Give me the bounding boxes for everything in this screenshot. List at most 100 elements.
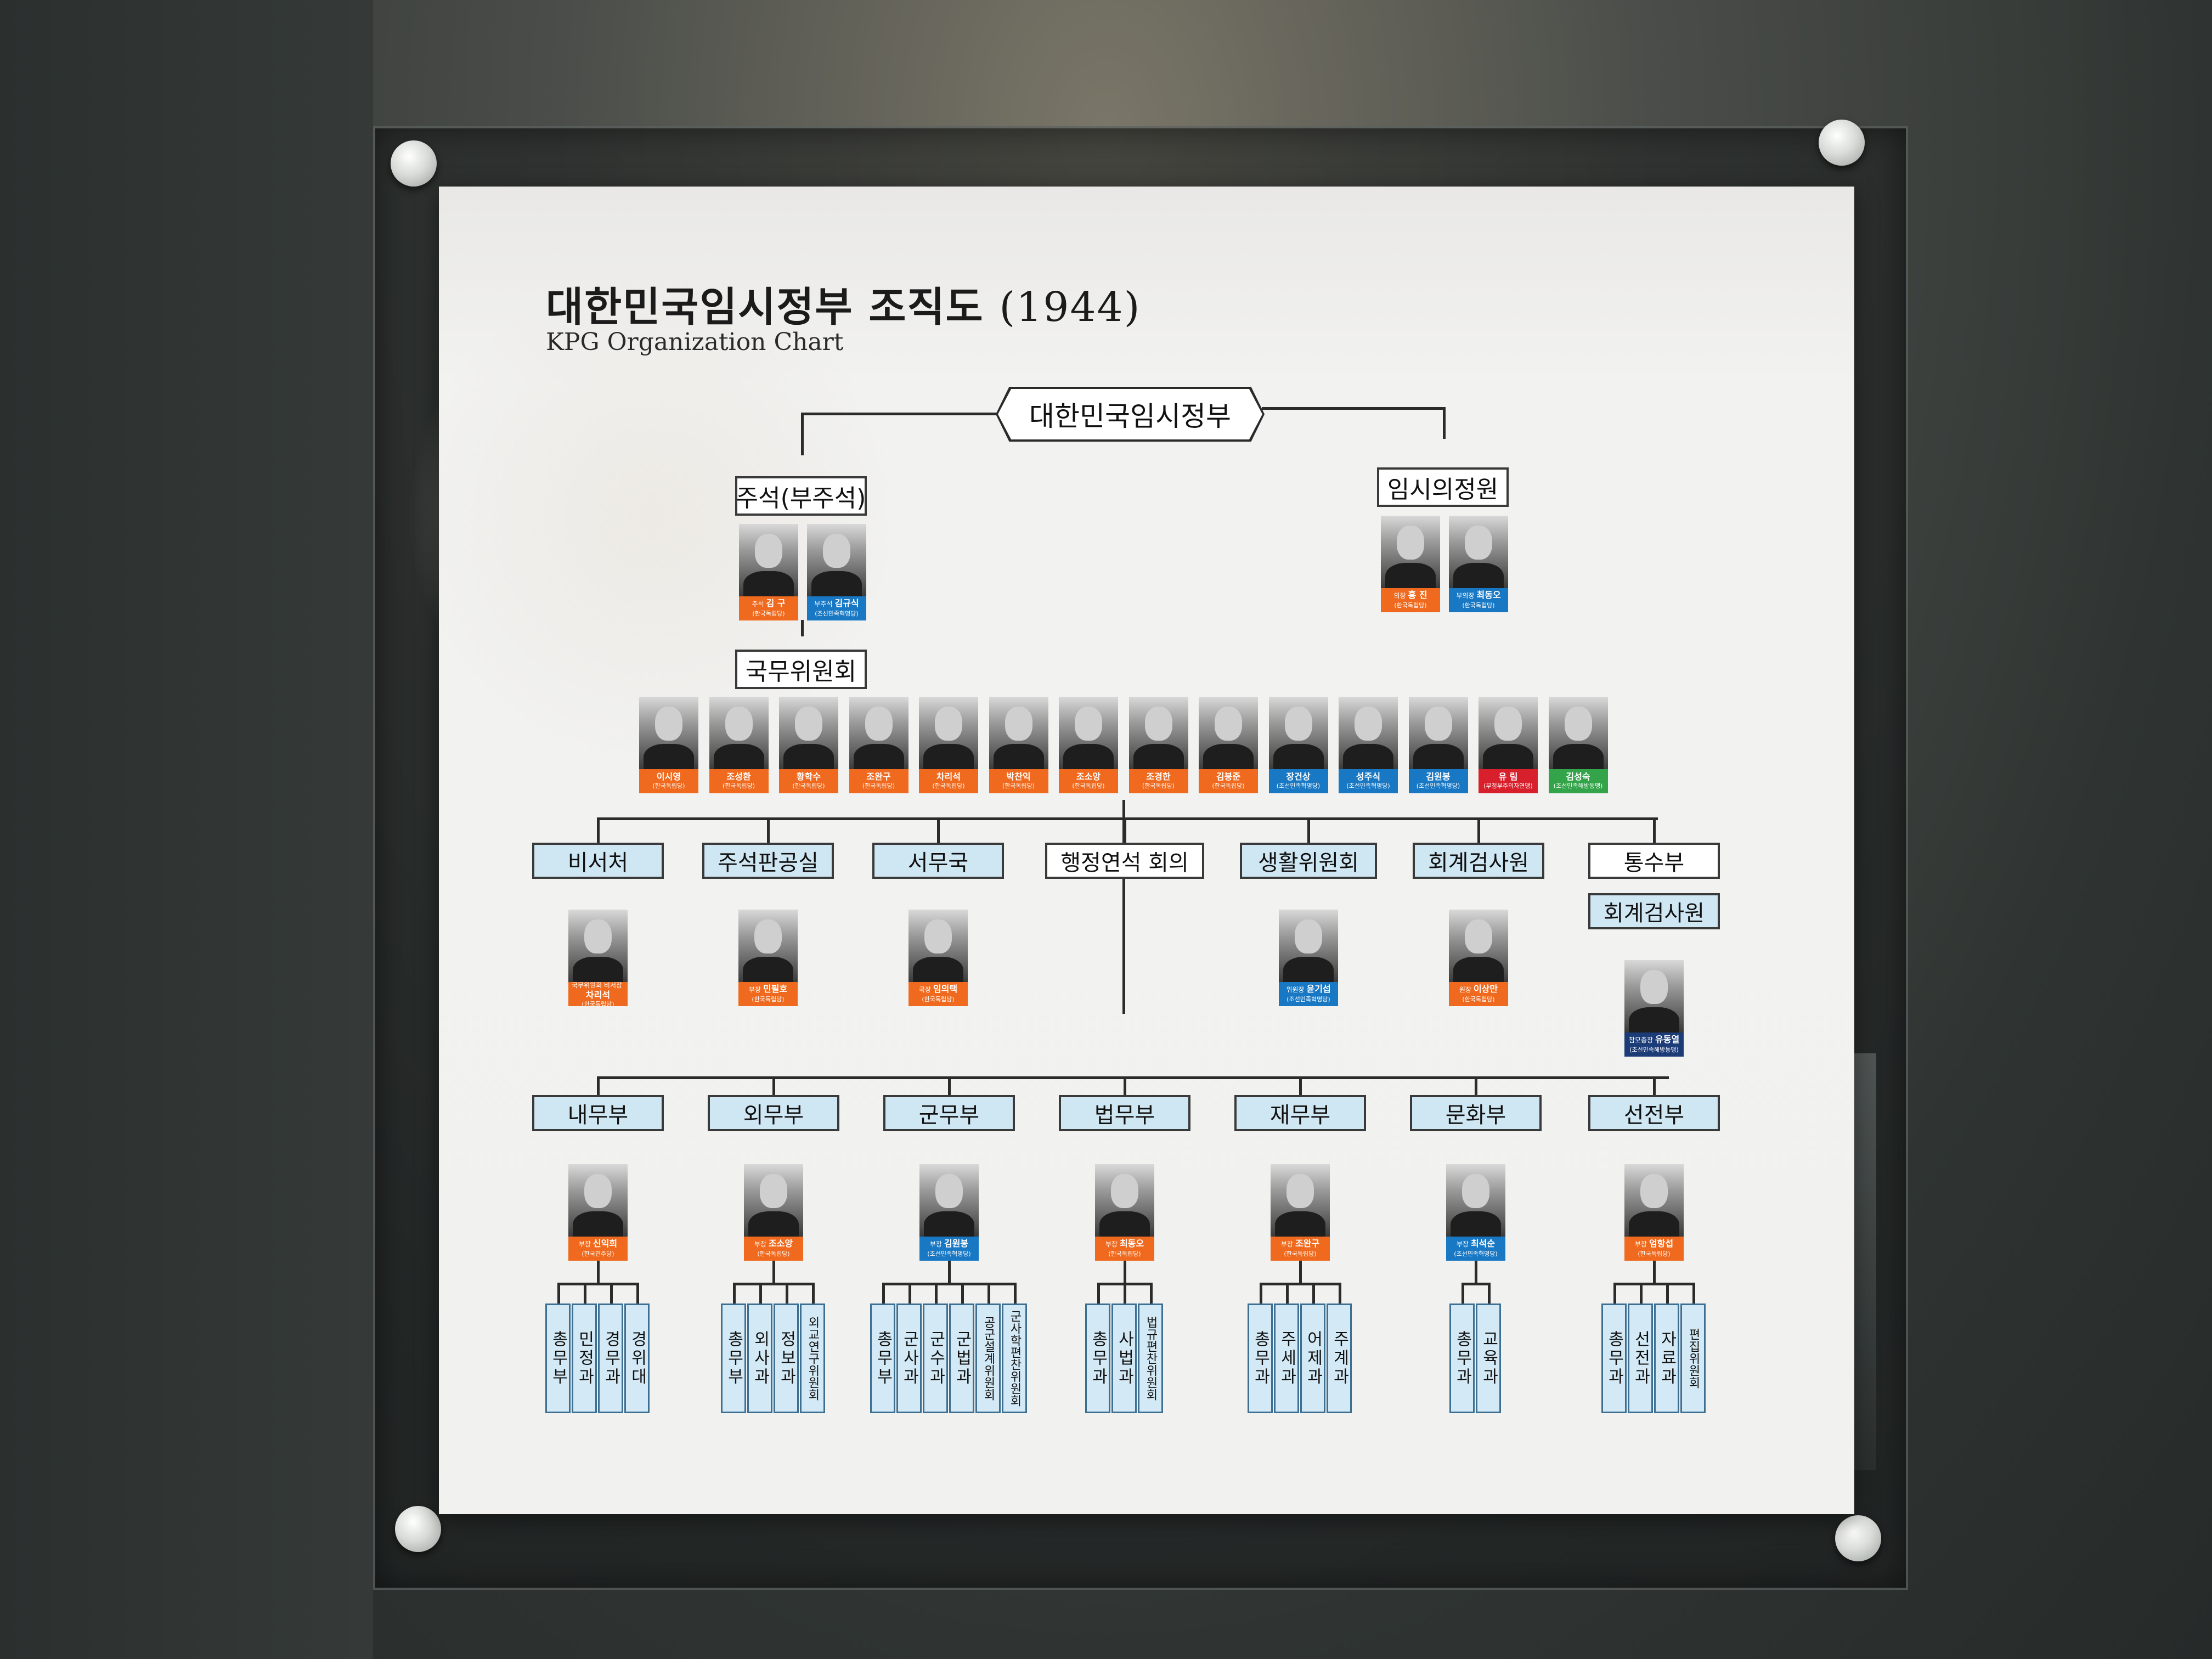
portrait-body — [924, 1211, 974, 1237]
connector-line — [557, 1283, 560, 1305]
person-name-text: 신익희 — [592, 1238, 618, 1249]
person-name-text: 김성숙 — [1566, 771, 1590, 782]
person-role: 국장 — [918, 986, 931, 994]
portrait-head — [823, 534, 850, 568]
portrait-photo — [744, 1164, 803, 1237]
person-party: (무정부주의자연맹) — [1483, 782, 1533, 789]
person-role: 참모총장 — [1628, 1036, 1653, 1044]
person-card: 조소앙(한국독립당) — [1059, 697, 1118, 793]
portrait-head — [755, 534, 782, 568]
section-box: 선전과 — [1628, 1304, 1653, 1413]
portrait-body — [748, 1211, 799, 1237]
connector-line — [1666, 1283, 1669, 1305]
connector-line — [1488, 1283, 1491, 1305]
name-plate: 이시영(한국독립당) — [639, 769, 698, 793]
connector-line — [882, 1283, 1016, 1285]
connector-line — [801, 620, 804, 636]
connector-line — [1613, 1283, 1695, 1285]
person-role: 부장 — [1105, 1240, 1118, 1248]
person-card: 유 림(무정부주의자연맹) — [1479, 697, 1538, 793]
mount-screw — [1835, 1515, 1881, 1561]
person-party: (한국독립당) — [582, 1000, 614, 1007]
connector-line — [935, 1283, 938, 1305]
connector-line — [937, 817, 940, 844]
person-party: (한국독립당) — [1108, 1250, 1141, 1257]
person-role: 부장 — [748, 986, 761, 994]
root-node: 대한민국임시정부 — [998, 389, 1262, 439]
portrait-body — [1553, 744, 1604, 769]
person-name-text: 조완구 — [1295, 1238, 1320, 1249]
connector-line — [1299, 1076, 1302, 1098]
connector-line — [1124, 1283, 1126, 1305]
name-plate: 황학수(한국독립당) — [779, 769, 838, 793]
portrait-head — [1494, 707, 1522, 741]
connector-line — [733, 1283, 814, 1285]
person-role: 위원장 — [1286, 986, 1305, 994]
portrait-head — [725, 707, 753, 741]
connector-line — [948, 1261, 951, 1283]
portrait-photo — [909, 910, 968, 982]
person-name: 장건상 — [1277, 772, 1320, 781]
portrait-body — [713, 744, 764, 769]
portrait-head — [865, 707, 893, 741]
person-party: (한국독립당) — [1002, 782, 1035, 789]
portrait-photo — [1059, 697, 1118, 769]
connector-line — [801, 413, 804, 455]
portrait-head — [655, 707, 682, 741]
connector-line — [1150, 1283, 1153, 1305]
section-box: 총무부 — [870, 1304, 895, 1413]
person-card: 이시영(한국독립당) — [639, 697, 698, 793]
person-card: 조경한(한국독립당) — [1128, 697, 1188, 793]
person-name: 조경한 — [1142, 772, 1175, 781]
person-name-text: 최동오 — [1476, 590, 1501, 600]
portrait-photo — [709, 697, 769, 769]
connector-line — [988, 1283, 990, 1305]
portrait-body — [1453, 563, 1504, 588]
person-name: 차리석 — [932, 772, 964, 781]
portrait-head — [1462, 1174, 1489, 1208]
connector-line — [882, 1283, 885, 1305]
unit-sub-box: 회계검사원 — [1588, 893, 1720, 929]
portrait-body — [573, 1211, 623, 1237]
portrait-body — [913, 957, 963, 982]
connector-line — [1124, 1076, 1126, 1098]
person-name-text: 차리석 — [936, 771, 961, 782]
connector-line — [1260, 1283, 1262, 1305]
connector-line — [597, 1261, 600, 1283]
person-name: 조완구 — [862, 772, 895, 781]
portrait-head — [1075, 707, 1102, 741]
unit-box: 생활위원회 — [1240, 843, 1377, 879]
portrait-head — [1144, 707, 1172, 741]
portrait-head — [1284, 707, 1312, 741]
portrait-body — [1483, 744, 1533, 769]
person-name: 조성환 — [723, 772, 755, 781]
person-name: 박찬익 — [1002, 772, 1035, 781]
portrait-head — [1397, 526, 1424, 560]
name-plate: 조경한(한국독립당) — [1128, 769, 1188, 793]
person-name-text: 이상만 — [1473, 984, 1498, 994]
portrait-photo — [779, 697, 838, 769]
person-card: 장건상(조선민족혁명당) — [1268, 697, 1328, 793]
title-korean: 대한민국임시정부 조직도 — [546, 284, 984, 331]
person-role: 부장 — [578, 1240, 591, 1248]
connector-line — [1307, 817, 1310, 844]
person-party: (한국독립당) — [1394, 602, 1427, 609]
connector-line — [948, 1076, 951, 1098]
person-party: (한국독립당) — [752, 996, 785, 1003]
person-party: (조선민족혁명당) — [1454, 1250, 1498, 1257]
person-name: 이시영 — [652, 772, 685, 781]
